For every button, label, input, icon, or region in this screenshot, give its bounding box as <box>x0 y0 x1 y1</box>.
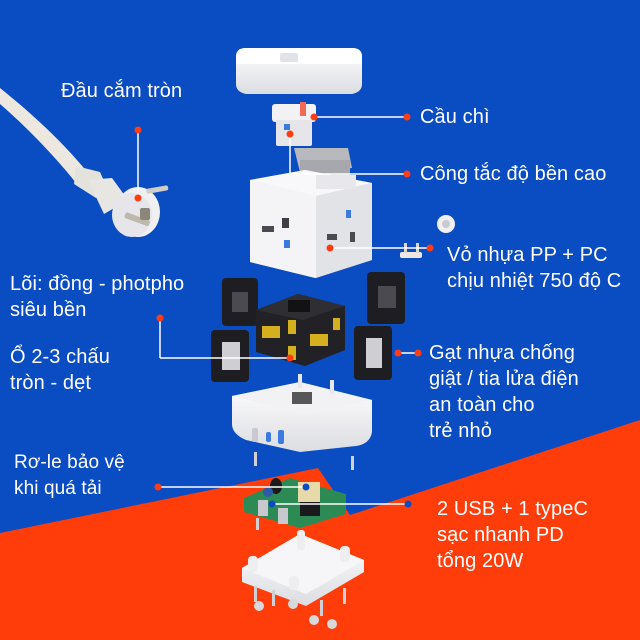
orange-accent-band <box>0 420 640 640</box>
callout-lines <box>137 116 430 505</box>
callout-shell: Vỏ nhựa PP + PC chịu nhiệt 750 độ C <box>447 244 622 292</box>
callout-usb: 2 USB + 1 typeC sạc nhanh PD tổng 20W <box>437 498 589 572</box>
copper-core <box>256 294 345 366</box>
callout-socket: Ổ 2-3 chấu tròn - dẹt <box>10 346 110 394</box>
fuse <box>272 102 316 146</box>
top-cap <box>236 48 362 94</box>
callout-relay: Rơ-le bảo vệ khi quá tải <box>14 452 125 499</box>
callout-switch: Công tắc độ bền cao <box>420 163 607 185</box>
callout-dots <box>134 113 434 508</box>
safety-shutters <box>211 272 405 382</box>
callout-core: Lõi: đồng - photpho siêu bền <box>10 273 185 321</box>
callout-plug: Đầu cắm tròn <box>61 80 183 102</box>
cube-shell <box>250 170 372 278</box>
callout-fuse: Cầu chì <box>420 106 490 128</box>
usb-base <box>232 374 372 470</box>
power-plug <box>0 88 169 237</box>
charging-pcb <box>244 478 346 530</box>
callout-shutter: Gạt nhựa chống giật / tia lửa điện an to… <box>429 342 579 442</box>
bottom-plate <box>242 530 364 629</box>
